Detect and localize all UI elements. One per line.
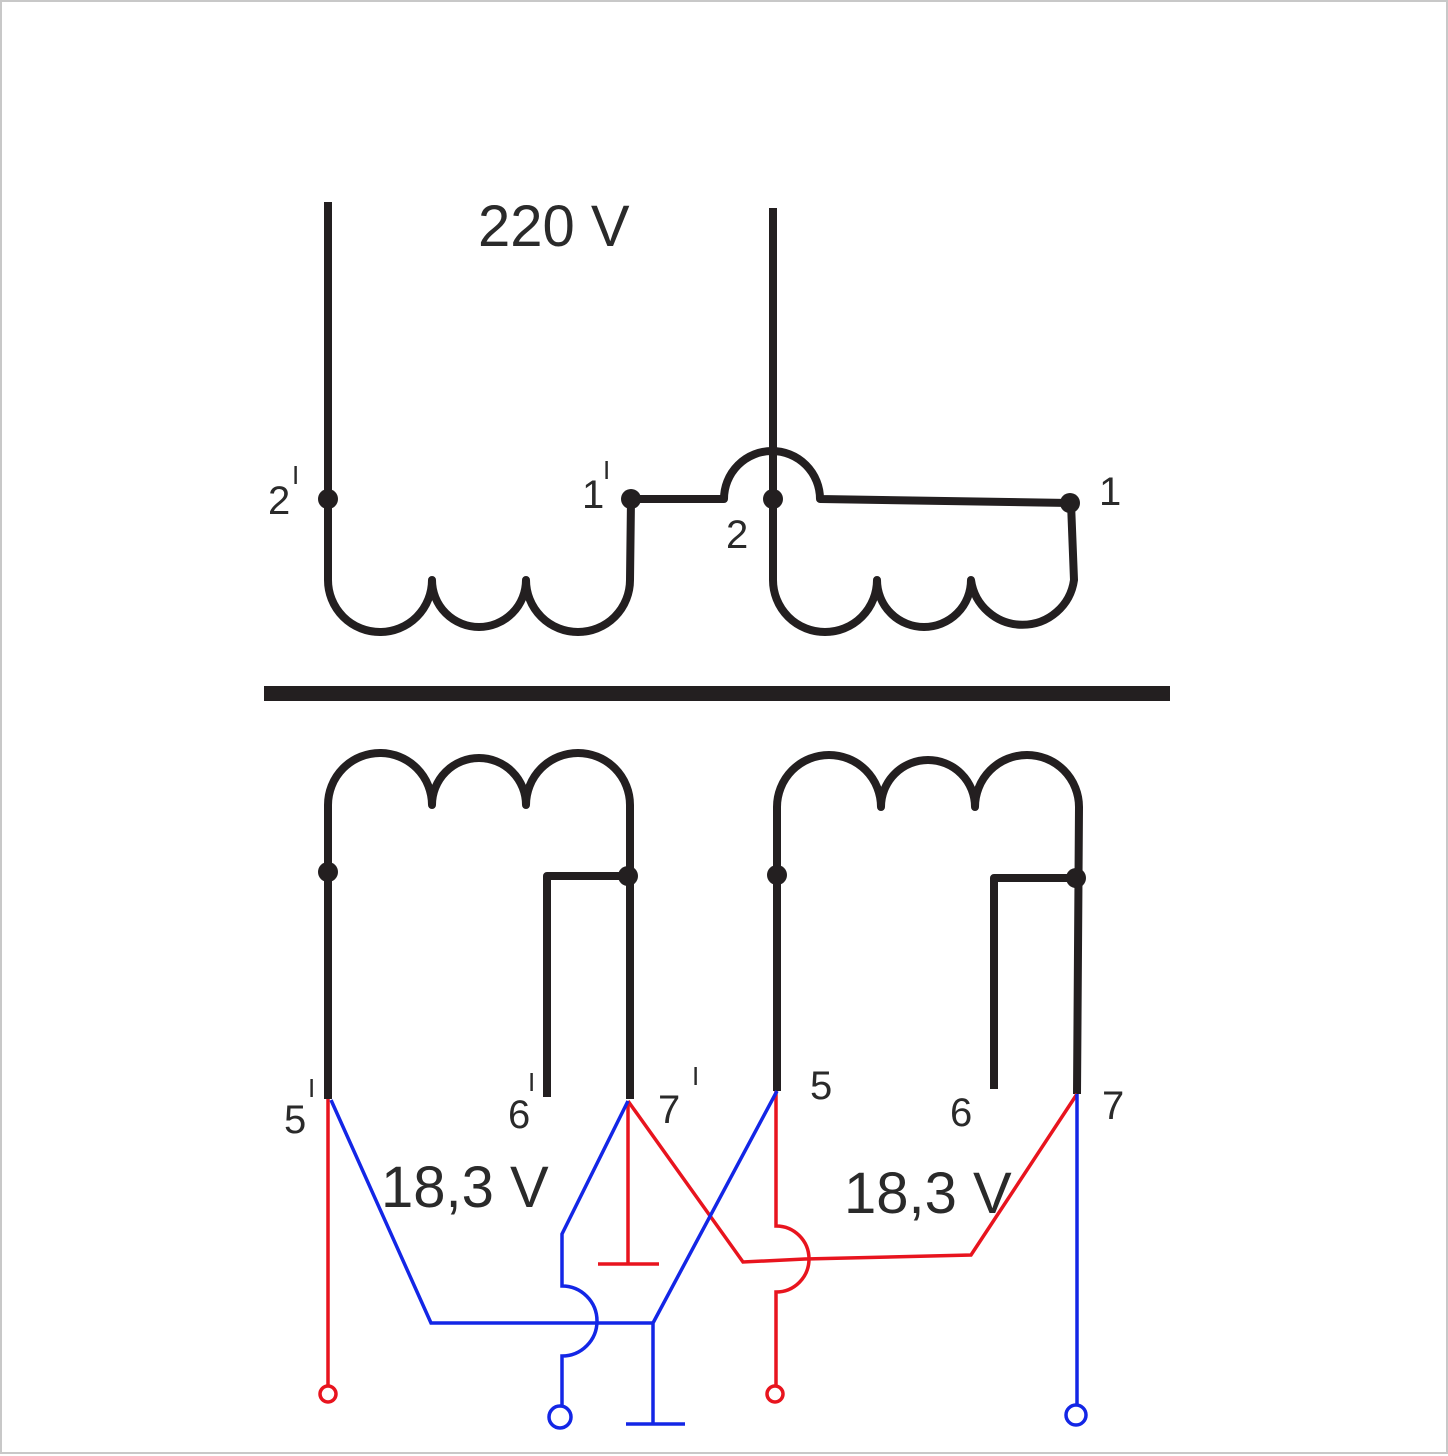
terminal-label-5: 5 xyxy=(810,1064,832,1108)
red-output-terminal-left xyxy=(318,1384,338,1404)
red-wiring xyxy=(318,1091,1079,1404)
terminal-label-6: 6 xyxy=(950,1091,972,1135)
secondary-left-voltage-label: 18,3 V xyxy=(381,1155,549,1220)
terminal-label-7prime: 7 xyxy=(658,1088,680,1132)
primary-voltage-label: 220 V xyxy=(478,194,630,259)
secondary-right-voltage-label: 18,3 V xyxy=(844,1161,1012,1226)
blue-output-terminal-left xyxy=(547,1404,573,1430)
secondary-winding-left xyxy=(318,749,638,1099)
terminal-dot-5prime xyxy=(318,862,338,882)
blue-output-terminal-right xyxy=(1064,1403,1088,1427)
terminal-label-6prime: 6 xyxy=(508,1093,530,1137)
blue-wiring xyxy=(329,1090,1088,1430)
prime-mark: I xyxy=(308,1073,315,1103)
terminal-dot-5 xyxy=(767,865,787,885)
terminal-label-5prime: 5 xyxy=(284,1098,306,1142)
transformer-core xyxy=(264,686,1170,701)
terminal-dot-7prime-tap xyxy=(618,866,638,886)
prime-mark: I xyxy=(692,1061,699,1091)
terminal-dot-2prime xyxy=(318,489,338,509)
terminal-label-2: 2 xyxy=(726,513,748,557)
terminal-label-2prime: 2 xyxy=(268,479,290,523)
terminal-dot-2 xyxy=(763,489,783,509)
red-output-terminal-right xyxy=(765,1384,785,1404)
prime-mark: I xyxy=(528,1067,535,1097)
prime-mark: I xyxy=(292,460,299,490)
primary-winding-right xyxy=(763,208,1080,636)
terminal-dot-7-tap xyxy=(1066,868,1086,888)
prime-mark: I xyxy=(603,455,610,485)
terminal-dot-1 xyxy=(1060,493,1080,513)
terminal-label-7: 7 xyxy=(1102,1084,1124,1128)
terminal-label-1prime: 1 xyxy=(582,473,604,517)
secondary-winding-right xyxy=(767,751,1086,1095)
primary-interconnect xyxy=(631,447,1071,507)
primary-winding-left xyxy=(318,202,641,636)
terminal-label-1: 1 xyxy=(1099,470,1121,514)
